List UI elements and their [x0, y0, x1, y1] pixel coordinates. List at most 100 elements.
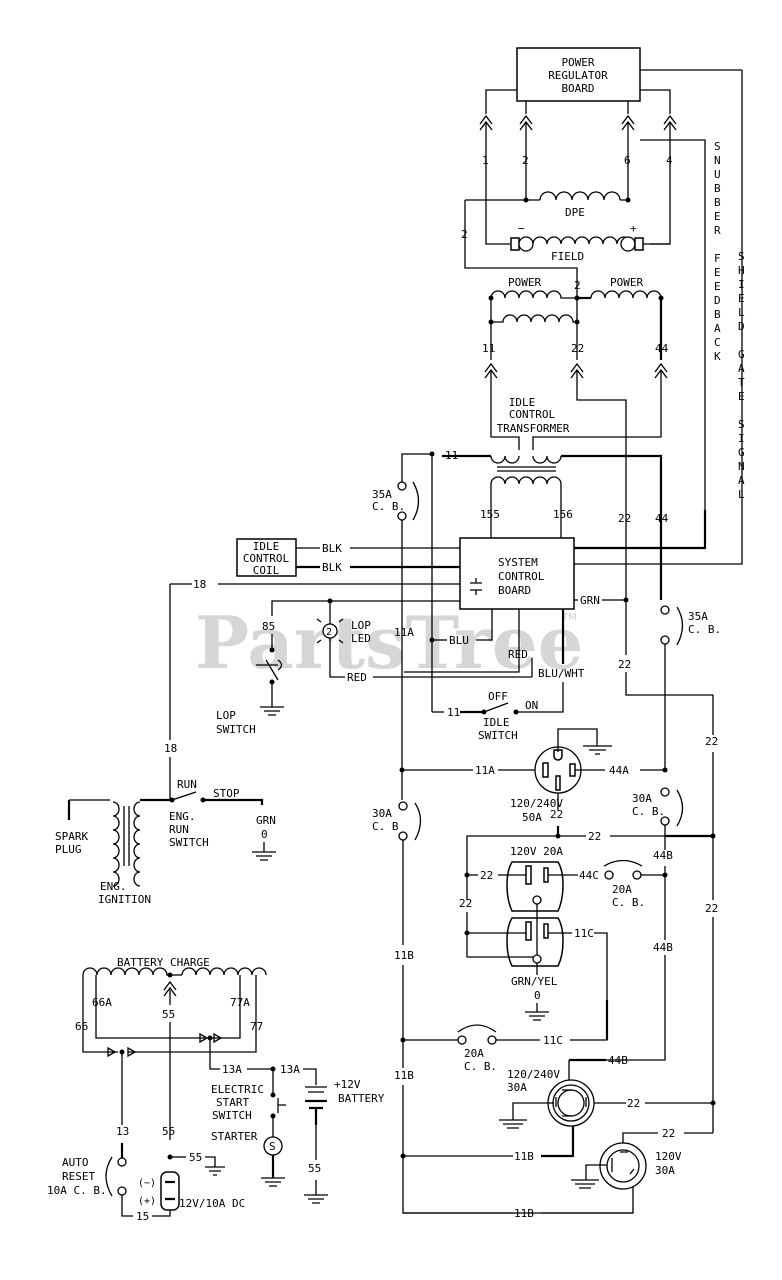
wire-label-22-r4: 22	[662, 1127, 675, 1140]
wire-label-13a-1: 13A	[222, 1063, 242, 1076]
led-symbol: 2	[326, 627, 332, 638]
wire-label-44: 44	[655, 342, 669, 355]
power-windings: POWER POWER	[488, 276, 664, 360]
scb-label-1: SYSTEM	[498, 556, 538, 569]
cb-35a-right-label-2: C. B.	[688, 623, 721, 636]
eng-run-switch-label-1: ENG.	[169, 810, 196, 823]
breaker-30a-right[interactable]: 30A C. B.	[632, 787, 684, 827]
scb-label-3: BOARD	[498, 584, 531, 597]
wire-label-156: 156	[553, 508, 573, 521]
wire-label-blk-2: BLK	[322, 561, 342, 574]
breaker-35a-left[interactable]: 35A C. B.	[372, 481, 420, 521]
wire-label-2b: 2	[461, 228, 468, 241]
cb-30a-left-label-2: C. B	[372, 820, 399, 833]
idle-switch[interactable]: 11 OFF ON IDLE SWITCH	[432, 690, 538, 742]
wire-label-13: 13	[116, 1125, 129, 1138]
wire-label-44b-top: 44B	[653, 849, 673, 862]
wire-label-22-left: 22	[459, 897, 472, 910]
icc-label-1: IDLE	[253, 540, 280, 553]
dpe-coil: DPE	[465, 191, 631, 219]
wire-label-77a: 77A	[230, 996, 250, 1009]
wire-label-22-r2: 22	[480, 869, 493, 882]
watermark-tm: TM	[561, 612, 577, 623]
prb-label-1: POWER	[561, 56, 594, 69]
system-control-board: SYSTEM CONTROL BOARD	[459, 537, 575, 610]
wire-label-44a: 44A	[609, 764, 629, 777]
wire-label-2c: 2	[574, 279, 581, 292]
wire-label-44b-mid: 44B	[653, 941, 673, 954]
diodes-charge	[107, 1032, 223, 1058]
field-minus: −	[518, 222, 525, 235]
cb-35a-left-label-1: 35A	[372, 488, 392, 501]
breaker-30a-left[interactable]: 30A C. B	[372, 801, 422, 841]
breaker-20a-44c[interactable]: 20A C. B.	[603, 859, 645, 910]
receptacle-3-label-1: 120/240V	[507, 1068, 560, 1081]
wire-label-155: 155	[480, 508, 500, 521]
ess-label-2: START	[216, 1096, 249, 1109]
spark-plug-label-1: SPARK	[55, 830, 88, 843]
grn-eng-label: GRN	[256, 814, 276, 827]
wire-label-55: 55	[162, 1008, 175, 1021]
wire-label-77: 77	[250, 1020, 263, 1033]
eng-ignition-label-1: ENG.	[100, 880, 127, 893]
wire-label-grn: GRN	[580, 594, 600, 607]
dc-minus-label: (−)	[138, 1178, 156, 1189]
wire-label-22-r1: 22	[550, 808, 563, 821]
breaker-20a-11c[interactable]: 20A C. B.	[457, 1024, 497, 1073]
auto-reset-label-1: AUTO	[62, 1156, 89, 1169]
lop-led-label-2: LED	[351, 632, 371, 645]
ess-label-3: SWITCH	[212, 1109, 252, 1122]
dc-outlet-label: 12V/10A DC	[179, 1197, 245, 1210]
lop-switch-label-2: SWITCH	[216, 723, 256, 736]
eng-run-switch-label-3: SWITCH	[169, 836, 209, 849]
wire-label-55-gnd: 55	[189, 1151, 202, 1164]
wire-label-11b-2: 11B	[394, 1069, 414, 1082]
eng-ignition-label-2: IGNITION	[98, 893, 151, 906]
field-plus: +	[630, 222, 637, 235]
lop-switch: LOP SWITCH	[216, 634, 284, 736]
lop-switch-label-1: LOP	[216, 709, 236, 722]
wire-label-11b-r4: 11B	[514, 1207, 534, 1220]
battery-label-1: +12V	[334, 1078, 361, 1091]
receptacle-1-label-1: 120/240V	[510, 797, 563, 810]
wire-label-44-scb: 44	[655, 512, 669, 525]
idle-switch-label-1: IDLE	[483, 716, 510, 729]
eng-run-switch[interactable]: RUN STOP ENG. RUN SWITCH	[169, 778, 240, 849]
wire-label-66a: 66A	[92, 996, 112, 1009]
idle-off-label: OFF	[488, 690, 508, 703]
wire-label-22: 22	[571, 342, 584, 355]
wire-label-blu-wht: BLU/WHT	[538, 667, 585, 680]
wire-label-blu: BLU	[449, 634, 469, 647]
grn-yel-label: GRN/YEL	[511, 975, 558, 988]
electric-start-switch[interactable]: ELECTRIC START SWITCH	[211, 1069, 286, 1122]
wire-label-18-side: 18	[164, 742, 177, 755]
wire-label-2: 2	[522, 154, 529, 167]
wire-label-15: 15	[136, 1210, 149, 1223]
cb-35a-left-label-2: C. B.	[372, 500, 405, 513]
idle-switch-label-2: SWITCH	[478, 729, 518, 742]
wire-label-22-r3: 22	[627, 1097, 640, 1110]
spark-plug-label-2: PLUG	[55, 843, 82, 856]
auto-reset-breaker[interactable]: AUTO RESET 10A C. B.	[47, 1156, 127, 1197]
receptacle-2-label: 120V 20A	[510, 845, 563, 858]
wire-label-44b-low: 44B	[608, 1054, 628, 1067]
cb-20a-44c-label-1: 20A	[612, 883, 632, 896]
zero-label-2: 0	[261, 828, 268, 841]
connector-pins-prb	[479, 114, 677, 131]
cb-30a-right-label-1: 30A	[632, 792, 652, 805]
breaker-35a-right[interactable]: 35A C. B.	[660, 605, 721, 646]
wire-label-85: 85	[262, 620, 275, 633]
wire-label-11: 11	[482, 342, 495, 355]
battery-charge-label: BATTERY CHARGE	[117, 956, 210, 969]
wire-label-11c: 11C	[543, 1034, 563, 1047]
wire-label-22-scb: 22	[618, 512, 631, 525]
field-coil: − + FIELD	[510, 222, 670, 263]
auto-reset-label-3: 10A C. B.	[47, 1184, 107, 1197]
wire-label-blk-1: BLK	[322, 542, 342, 555]
prb-label-2: REGULATOR	[548, 69, 608, 82]
wire-label-11b-r3: 11B	[514, 1150, 534, 1163]
